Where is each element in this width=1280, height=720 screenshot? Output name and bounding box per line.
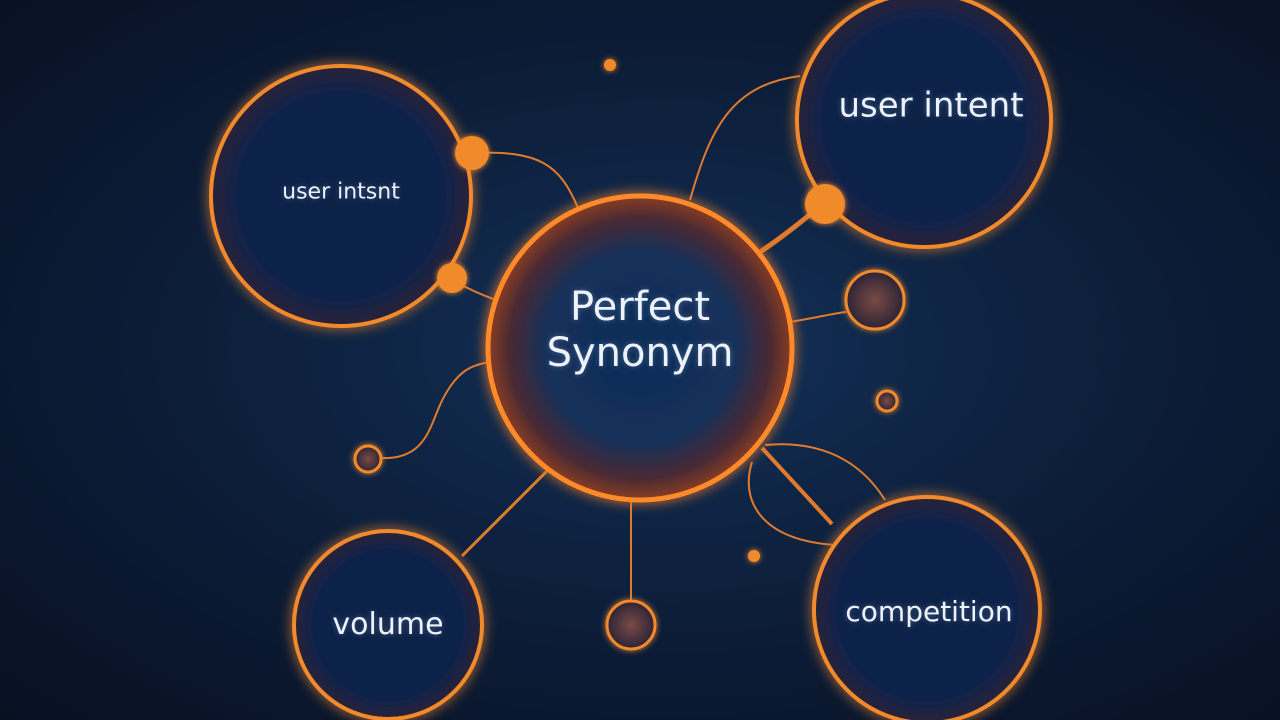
connector-left-small [380, 361, 491, 460]
floating-dot-bottom [748, 550, 760, 562]
junction-dot-tl-lower [437, 263, 467, 293]
satellite-circles [353, 269, 906, 651]
connector-br-curve-a [764, 443, 886, 501]
connector-volume [460, 468, 550, 558]
node-user-intent-ring [795, 0, 1053, 249]
node-user-intsnt-ring [209, 64, 473, 328]
node-label-bottom-left: volume [332, 606, 444, 642]
node-label-top-right: user intent [838, 85, 1024, 126]
junction-dots [437, 59, 845, 562]
connector-tr-thin [689, 75, 801, 201]
node-competition-ring [812, 495, 1042, 720]
node-label-bottom-right: competition [845, 594, 1013, 628]
center-node-label: Perfect Synonym [547, 284, 734, 376]
satellite-left [353, 444, 383, 474]
satellite-right [844, 269, 906, 331]
connector-lines [380, 75, 886, 600]
connector-br-thick [760, 446, 834, 526]
center-node-ring [485, 193, 795, 503]
connector-right-small [789, 311, 847, 323]
satellite-bottom [605, 599, 657, 651]
node-label-top-left: user intsnt [282, 179, 400, 205]
connector-br-curve-b [747, 461, 836, 546]
center-label-line1: Perfect [569, 284, 711, 330]
floating-dot-top [604, 59, 616, 71]
junction-dot-tl-upper [455, 136, 489, 170]
junction-dot-tr [805, 184, 845, 224]
satellite-right-tiny [875, 389, 899, 413]
connector-tl-upper [471, 151, 579, 209]
node-volume-ring [292, 529, 484, 720]
center-label-line2: Synonym [546, 330, 734, 376]
